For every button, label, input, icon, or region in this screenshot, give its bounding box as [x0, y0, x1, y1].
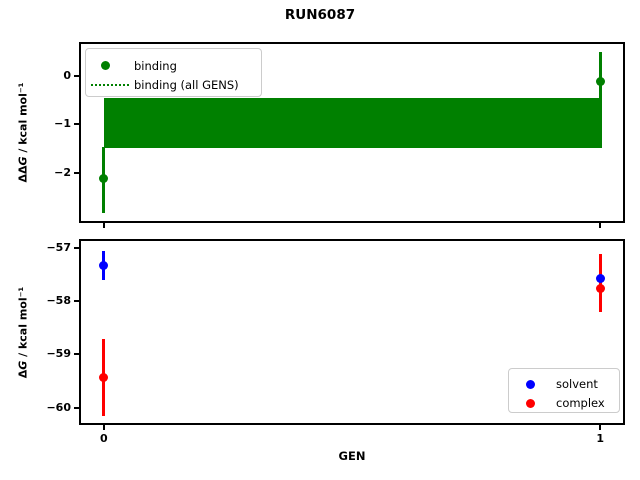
y-tick-label: −58	[46, 294, 71, 308]
solvent-marker-icon	[526, 379, 535, 389]
legend-item-binding: binding	[86, 56, 261, 75]
confidence-band	[103, 97, 601, 148]
x-tick-label: 0	[99, 431, 108, 445]
y-tick	[73, 246, 79, 249]
y-tick	[73, 300, 79, 303]
y-tick-label: −57	[46, 240, 71, 254]
y-tick	[73, 171, 79, 174]
y-tick-label: −60	[46, 400, 71, 414]
y-tick	[73, 406, 79, 409]
y-tick	[73, 123, 79, 126]
data-point-binding	[99, 173, 109, 183]
binding-marker-icon	[101, 61, 110, 70]
legend-solvent-complex: solvent complex	[508, 368, 620, 413]
y-tick	[73, 353, 79, 356]
x-tick	[599, 223, 602, 228]
error-bar-binding	[598, 51, 602, 149]
legend-label-binding: binding	[134, 58, 177, 73]
error-bar-complex	[598, 253, 602, 313]
complex-marker-icon	[526, 398, 535, 408]
y-tick-label: −1	[54, 117, 71, 131]
data-point-complex	[595, 283, 605, 293]
legend-label-solvent: solvent	[556, 377, 598, 391]
x-tick-label: 1	[596, 431, 604, 445]
data-point-solvent	[99, 261, 109, 271]
y-tick	[73, 74, 79, 77]
x-tick	[102, 223, 105, 228]
legend-item-binding-all-gens: binding (all GENS)	[86, 75, 261, 94]
x-tick	[599, 424, 602, 430]
legend-item-solvent: solvent	[509, 375, 619, 393]
binding-all-gens-line-icon	[91, 83, 129, 86]
x-tick	[102, 424, 105, 430]
legend-binding: binding binding (all GENS)	[85, 48, 262, 97]
legend-label-complex: complex	[556, 396, 605, 410]
data-point-solvent	[595, 273, 605, 283]
legend-item-complex: complex	[509, 394, 619, 412]
data-point-complex	[99, 372, 109, 382]
y-tick-label: −59	[46, 347, 71, 361]
y-tick-label: 0	[63, 68, 71, 82]
plot-title: RUN6087	[284, 7, 356, 23]
x-axis-label: GEN	[338, 449, 366, 463]
y-tick-label: −2	[54, 165, 71, 179]
legend-label-binding-all-gens: binding (all GENS)	[134, 77, 239, 92]
data-point-binding	[595, 76, 605, 86]
